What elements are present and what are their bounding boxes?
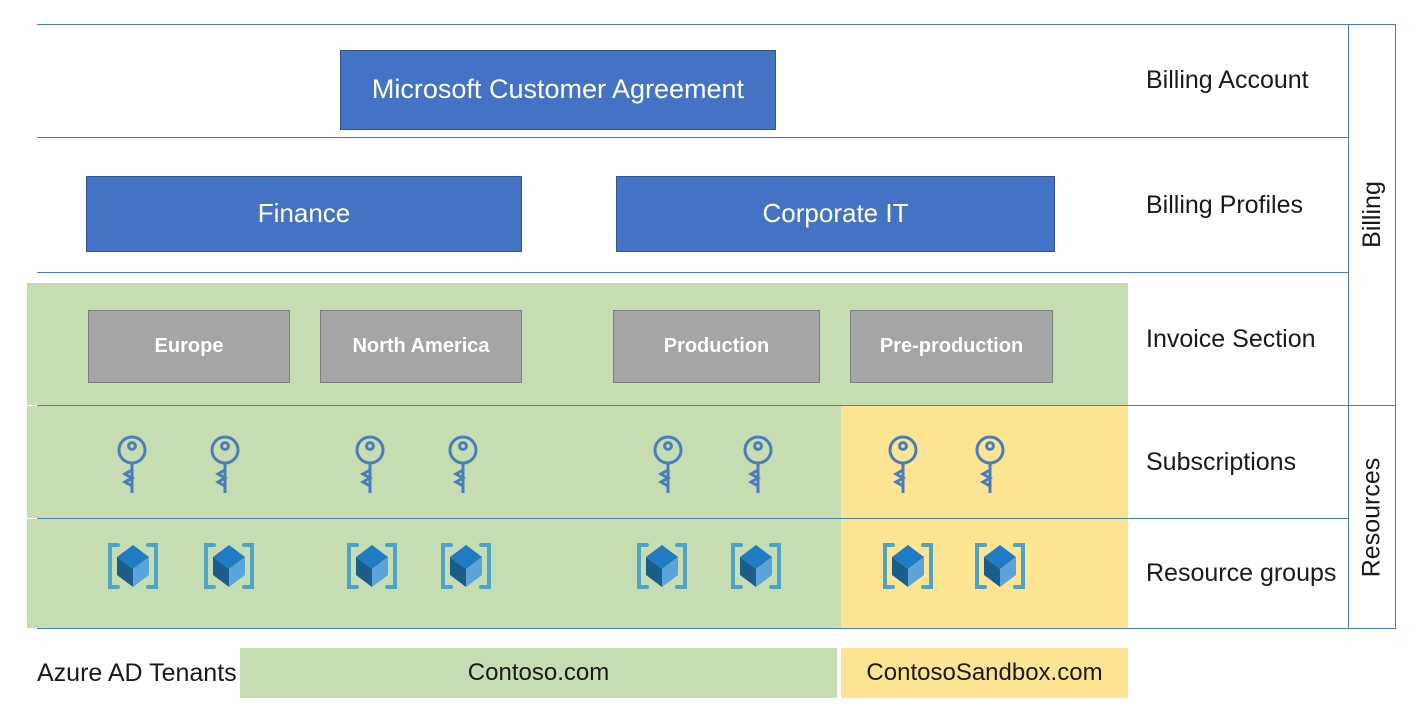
resource-group-cube-icon[interactable] [631, 535, 693, 597]
resource-group-cube-icon[interactable] [725, 535, 787, 597]
tenant-box-contososandbox[interactable]: ContosoSandbox.com [841, 648, 1128, 698]
rule-label-column-left [1348, 24, 1349, 629]
invoice-section-europe-label: Europe [154, 335, 224, 357]
key-icon[interactable] [206, 434, 244, 496]
invoice-section-box-north-america[interactable]: North America [320, 310, 522, 383]
row-label-billing-account-text: Billing Account [1146, 66, 1309, 94]
row-label-billing-profiles: Billing Profiles [1128, 138, 1348, 272]
resource-group-cube-icon[interactable] [435, 535, 497, 597]
row-label-subscriptions-text: Subscriptions [1146, 447, 1297, 476]
spine-label-billing: Billing [1349, 24, 1395, 405]
spine-label-billing-text: Billing [1357, 181, 1386, 248]
billing-profile-box-corporate-it[interactable]: Corporate IT [616, 176, 1055, 252]
row-label-resource-groups-text: Resource groups [1146, 559, 1337, 587]
invoice-section-north-america-label: North America [352, 335, 490, 357]
billing-account-box[interactable]: Microsoft Customer Agreement [340, 50, 776, 130]
key-icon[interactable] [649, 434, 687, 496]
invoice-section-pre-production-label: Pre-production [879, 335, 1024, 357]
tenant-contososandbox-label: ContosoSandbox.com [866, 659, 1103, 687]
row-label-billing-profiles-text: Billing Profiles [1146, 190, 1304, 219]
rule-diagram-right-edge [1395, 24, 1396, 629]
azure-ad-tenants-label: Azure AD Tenants [37, 649, 237, 697]
resource-group-cube-icon[interactable] [877, 535, 939, 597]
row-label-subscriptions: Subscriptions [1128, 406, 1348, 518]
row-label-invoice-section: Invoice Section [1128, 273, 1348, 405]
azure-ad-tenants-label-text: Azure AD Tenants [37, 658, 237, 687]
billing-account-box-label: Microsoft Customer Agreement [371, 74, 745, 105]
billing-profile-finance-label: Finance [257, 198, 351, 229]
key-icon[interactable] [444, 434, 482, 496]
rule-billing-account-bottom [37, 137, 1348, 138]
row-label-resource-groups: Resource groups [1128, 519, 1348, 628]
invoice-section-production-label: Production [663, 335, 770, 357]
key-icon[interactable] [113, 434, 151, 496]
rule-subscriptions-bottom [37, 518, 1348, 519]
key-icon[interactable] [971, 434, 1009, 496]
spine-label-resources: Resources [1349, 406, 1395, 628]
rule-top [37, 24, 1395, 25]
invoice-section-box-production[interactable]: Production [613, 310, 820, 383]
tenant-box-contoso[interactable]: Contoso.com [240, 648, 837, 698]
green-scope-band-subscriptions [27, 406, 841, 518]
rule-invoice-section-bottom [37, 405, 1395, 406]
row-label-invoice-section-text: Invoice Section [1146, 324, 1316, 353]
resource-group-cube-icon[interactable] [102, 535, 164, 597]
resource-group-cube-icon[interactable] [341, 535, 403, 597]
rule-resources-bottom [37, 628, 1395, 629]
key-icon[interactable] [351, 434, 389, 496]
green-scope-band-resource-groups [27, 519, 841, 628]
tenant-contoso-label: Contoso.com [467, 659, 610, 687]
key-icon[interactable] [739, 434, 777, 496]
billing-profile-corporate-it-label: Corporate IT [762, 198, 909, 229]
key-icon[interactable] [884, 434, 922, 496]
resource-group-cube-icon[interactable] [969, 535, 1031, 597]
invoice-section-box-europe[interactable]: Europe [88, 310, 290, 383]
rule-billing-profiles-bottom [37, 272, 1348, 273]
billing-profile-box-finance[interactable]: Finance [86, 176, 522, 252]
spine-label-resources-text: Resources [1357, 457, 1386, 577]
invoice-section-box-pre-production[interactable]: Pre-production [850, 310, 1053, 383]
resource-group-cube-icon[interactable] [198, 535, 260, 597]
row-label-billing-account: Billing Account [1128, 24, 1348, 137]
